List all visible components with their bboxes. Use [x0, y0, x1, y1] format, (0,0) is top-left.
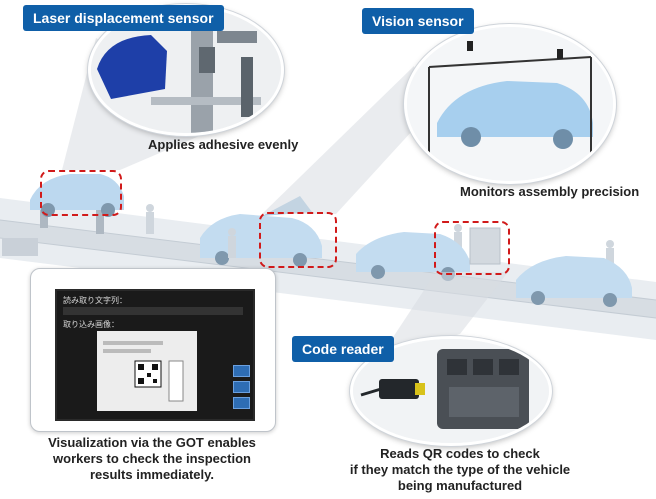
qr-caption-line-3: being manufactured: [397, 478, 523, 493]
cone-vision: [262, 66, 424, 214]
highlight-code-reader-area: [434, 221, 510, 275]
vision-sensor-label: Vision sensor: [362, 8, 474, 34]
got-button-2[interactable]: [233, 381, 250, 393]
got-captured-image: [97, 331, 197, 411]
blue-car-part: [97, 35, 167, 99]
vision-sensor-closeup: [404, 24, 616, 184]
got-button-1[interactable]: [233, 365, 250, 377]
got-screen: 読み取り文字列： 取り込み画像：: [55, 289, 255, 421]
qr-code-icon: [103, 341, 184, 402]
qr-caption: Reads QR codes to check if they match th…: [320, 446, 600, 494]
qr-caption-line-1: Reads QR codes to check: [380, 446, 540, 461]
got-caption: Visualization via the GOT enables worker…: [34, 435, 270, 483]
got-display-frame: 読み取り文字列： 取り込み画像：: [30, 268, 276, 432]
parts-rack: [469, 227, 501, 265]
got-caption-line-3: results immediately.: [89, 467, 215, 482]
got-title: 読み取り文字列：: [63, 296, 127, 305]
vision-sensor-illustration: [407, 27, 613, 181]
highlight-vision-area: [259, 212, 337, 268]
qr-caption-line-2: if they match the type of the vehicle: [349, 462, 571, 477]
laser-sensor-label: Laser displacement sensor: [23, 5, 224, 31]
got-input-field: [63, 307, 243, 315]
inspected-car: [437, 81, 593, 137]
conveyor-track: [0, 220, 656, 318]
got-caption-line-1: Visualization via the GOT enables: [48, 435, 256, 450]
adhesive-caption: Applies adhesive evenly: [148, 137, 299, 152]
got-button-3[interactable]: [233, 397, 250, 409]
car-left: [30, 174, 124, 217]
assembly-caption: Monitors assembly precision: [460, 184, 640, 199]
got-caption-line-2: workers to check the inspection: [53, 451, 251, 466]
laser-sensor-illustration: [91, 7, 281, 133]
got-field-label: 取り込み画像：: [63, 320, 119, 329]
car-right: [516, 256, 632, 307]
highlight-laser-area: [40, 170, 122, 216]
code-reader-label: Code reader: [292, 336, 394, 362]
equipment-block: [2, 238, 38, 256]
code-reader-device: [379, 379, 419, 399]
cone-code-reader: [378, 272, 508, 360]
